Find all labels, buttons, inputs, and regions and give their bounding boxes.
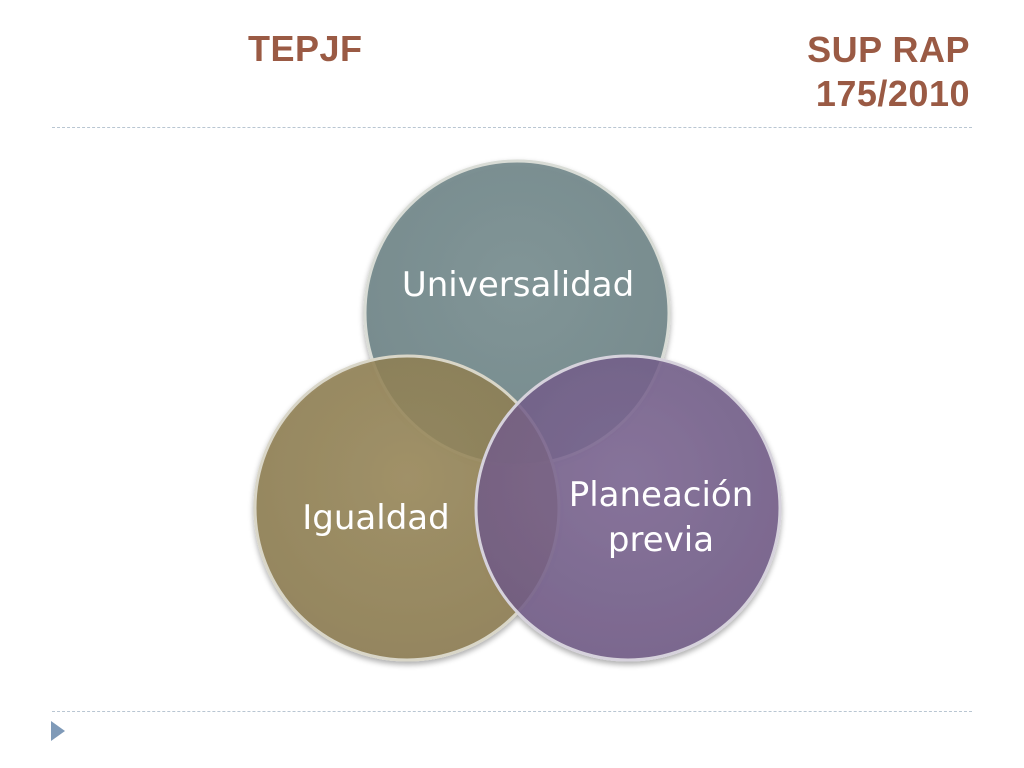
bullet-arrow-icon: [51, 721, 65, 741]
header-right-title: SUP RAP 175/2010: [807, 28, 970, 116]
venn-circle-planeacion: [474, 354, 782, 662]
venn-label-universalidad: Universalidad: [402, 265, 634, 305]
bottom-divider: [52, 711, 972, 712]
header-right-line2: 175/2010: [815, 73, 970, 114]
venn-label-planeacion-line1: Planeación: [569, 475, 754, 515]
venn-label-igualdad: Igualdad: [302, 498, 449, 538]
header-left-title: TEPJF: [248, 28, 363, 69]
venn-label-planeacion-line2: previa: [608, 520, 714, 560]
top-divider: [52, 127, 972, 128]
header-right-line1: SUP RAP: [807, 29, 970, 70]
